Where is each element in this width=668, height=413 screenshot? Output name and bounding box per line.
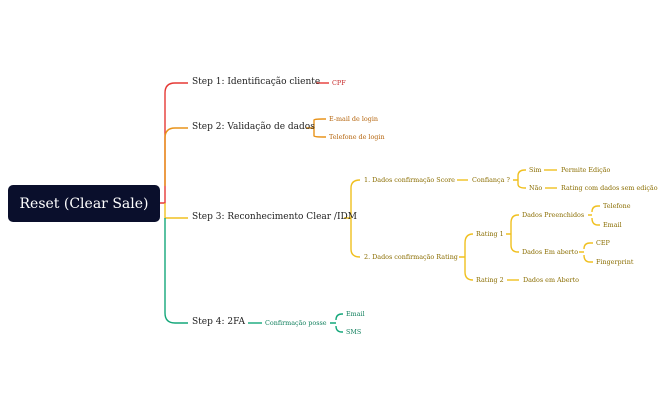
dados-em-aberto-node[interactable]: Dados Em aberto: [522, 248, 579, 256]
2fa-sms-node[interactable]: SMS: [346, 328, 362, 336]
connector-step3-bracket: [344, 179, 361, 258]
connector-step4-bracket: [330, 313, 343, 333]
cpf-node[interactable]: CPF: [332, 79, 346, 87]
connector-rating1-branches: [506, 214, 519, 253]
step1-node[interactable]: Step 1: Identificação cliente: [192, 77, 321, 87]
step3-node[interactable]: Step 3: Reconhecimento Clear /IDM: [192, 212, 357, 222]
sim-node[interactable]: Sim: [529, 166, 542, 174]
rating2-node[interactable]: Rating 2: [476, 276, 504, 284]
connector-step4: [164, 218, 188, 324]
connector-rating-branches: [459, 233, 474, 281]
step2-node[interactable]: Step 2: Validação de dados: [192, 122, 315, 132]
fingerprint-node[interactable]: Fingerprint: [596, 258, 634, 266]
telefone-login-node[interactable]: Telefone de login: [329, 133, 385, 141]
connector-confianca-branches: [513, 169, 526, 189]
confianca-node[interactable]: Confiança ?: [472, 176, 510, 184]
confirmacao-posse-node[interactable]: Confirmação posse: [265, 319, 327, 327]
score-node[interactable]: 1. Dados confirmação Score: [364, 176, 455, 184]
connector-step2-bracket: [306, 118, 326, 138]
rating-confirmacao-node[interactable]: 2. Dados confirmação Rating: [364, 253, 458, 261]
rating1-node[interactable]: Rating 1: [476, 230, 504, 238]
connector-preenchidos-branches: [588, 205, 600, 226]
telefone-node[interactable]: Telefone: [603, 202, 631, 210]
step4-node[interactable]: Step 4: 2FA: [192, 317, 246, 327]
email-login-node[interactable]: E-mail de login: [329, 115, 378, 123]
email-node[interactable]: Email: [603, 221, 622, 229]
connector-step2: [164, 127, 188, 186]
2fa-email-node[interactable]: Email: [346, 310, 365, 318]
connector-step3: [164, 203, 188, 219]
permite-edicao-node[interactable]: Permite Edição: [561, 166, 611, 174]
connector-emaberto-branches: [579, 242, 593, 263]
dados-preenchidos-node[interactable]: Dados Preenchidos: [522, 211, 585, 219]
nao-node[interactable]: Não: [529, 184, 543, 192]
cep-node[interactable]: CEP: [596, 239, 610, 247]
dados-em-aberto-rating2-node[interactable]: Dados em Aberto: [523, 276, 580, 284]
connector-step1: [160, 82, 188, 204]
root-node[interactable]: Reset (Clear Sale): [8, 185, 160, 222]
rating-sem-edicao-node[interactable]: Rating com dados sem edição: [561, 184, 658, 192]
